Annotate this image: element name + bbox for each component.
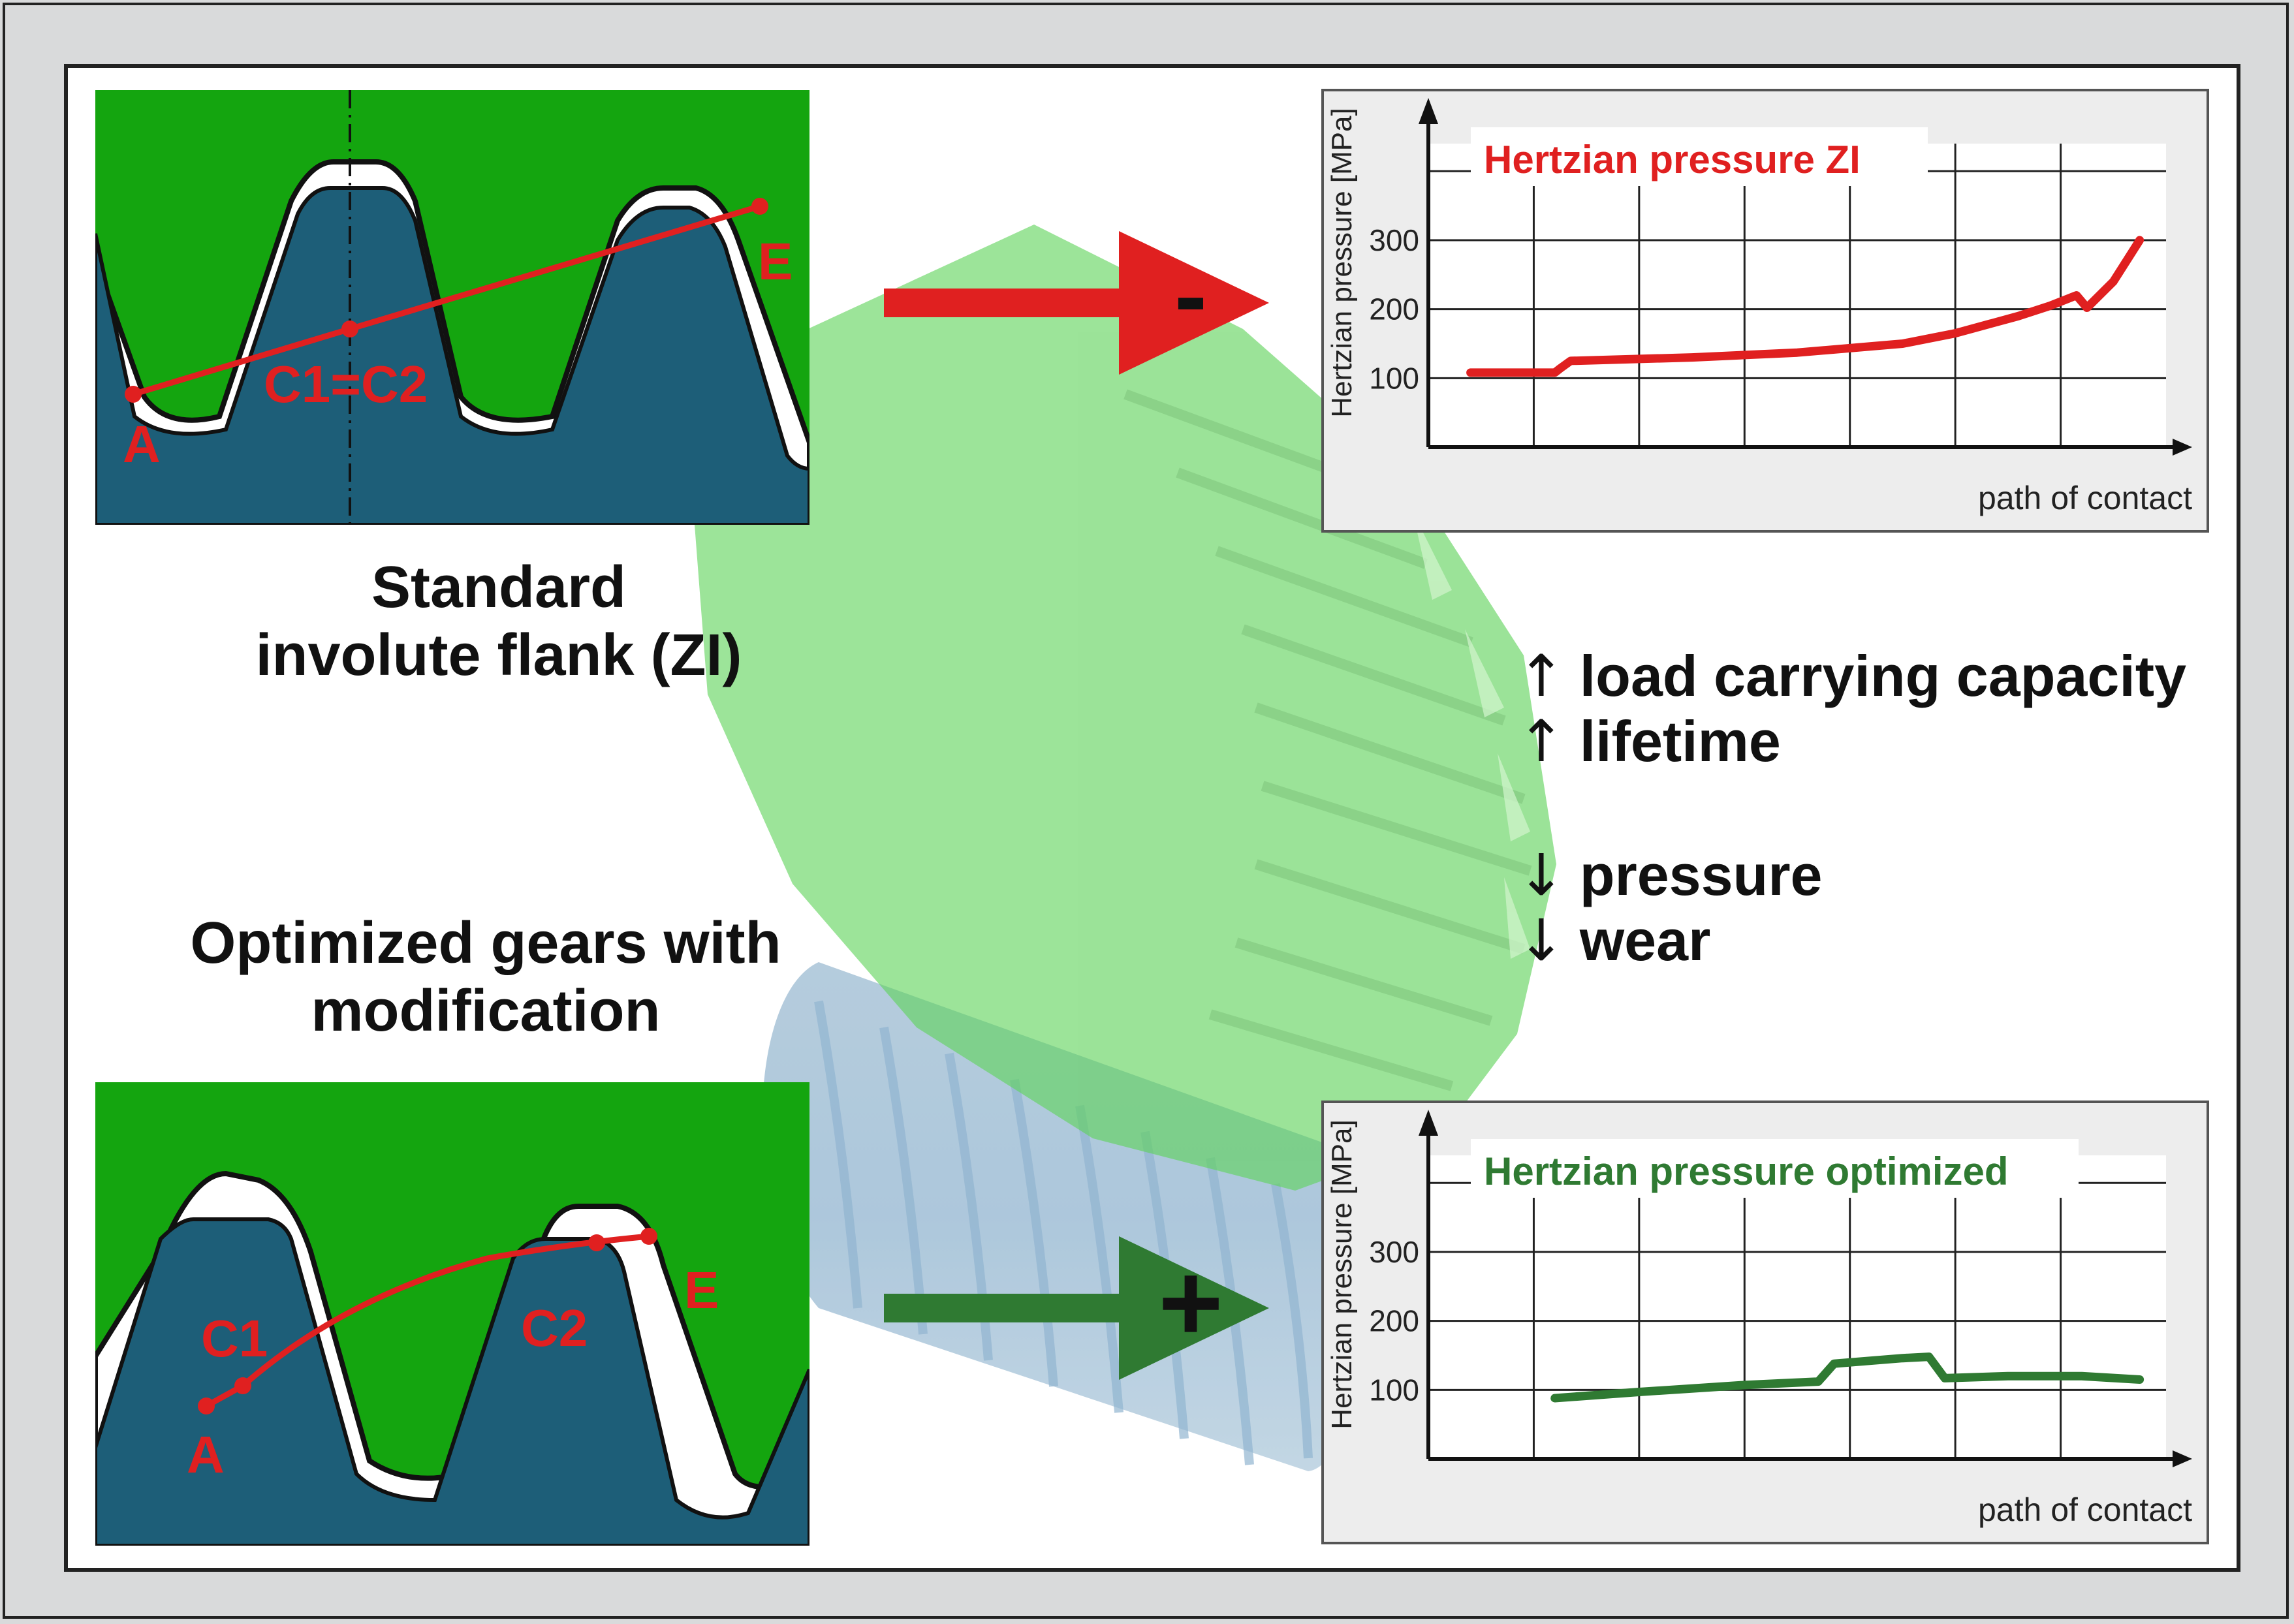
effect-wear: ↓wear — [1517, 907, 1710, 974]
effect-text: lifetime — [1579, 709, 1781, 773]
green-plus-arrow: + — [884, 1236, 1269, 1380]
point-E-label: E — [758, 232, 793, 290]
point-C-label: C1=C2 — [264, 355, 428, 413]
title-background — [1471, 127, 1928, 186]
y-tick-label: 300 — [1369, 1235, 1419, 1269]
plus-sign: + — [1158, 1241, 1223, 1365]
x-axis-arrowhead — [2173, 439, 2192, 456]
y-tick-label: 200 — [1369, 1304, 1419, 1338]
point-C1-label: C1 — [201, 1309, 268, 1367]
y-tick-label: 200 — [1369, 292, 1419, 326]
effect-lifetime: ↑lifetime — [1517, 708, 1781, 775]
y-axis-label: Hertzian pressure [MPa] — [1326, 1119, 1358, 1429]
chart-title: Hertzian pressure optimized — [1484, 1149, 2009, 1193]
chart-zi-svg: 100 200 300 Hertzian pressure [MPa] path of … — [1326, 98, 2192, 516]
red-minus-arrow: - — [884, 231, 1269, 375]
y-tick-label: 300 — [1369, 223, 1419, 257]
y-axis-arrowhead — [1419, 98, 1438, 124]
effect-text: wear — [1579, 908, 1711, 973]
effect-text: load carrying capacity — [1579, 644, 2187, 708]
plot-area — [1428, 144, 2166, 447]
point-A-label: A — [123, 415, 161, 473]
caption-line-2: involute flank (ZI) — [255, 622, 742, 688]
series-line — [1466, 236, 2145, 377]
title-background — [1471, 1139, 2079, 1198]
effect-load-capacity: ↑load carrying capacity — [1517, 642, 2186, 710]
arrow-down-icon: ↓ — [1517, 907, 1565, 974]
x-axis-label: path of contact — [1978, 480, 2192, 516]
caption-line-1: Optimized gears with — [190, 911, 781, 976]
point-C2-label: C2 — [521, 1299, 588, 1357]
worm-shaft-shape — [762, 962, 1366, 1471]
optimized-flank-diagram: A C1 C2 E — [95, 1082, 809, 1546]
minus-sign: - — [1174, 240, 1207, 350]
arrow-down-icon: ↓ — [1517, 841, 1565, 909]
standard-flank-diagram: A C1=C2 E — [95, 90, 809, 525]
optimized-gears-caption: Optimized gears with modification — [107, 910, 864, 1045]
chart-optimized-svg: 100 200 300 Hertzian pressure [MPa] path of … — [1326, 1110, 2192, 1528]
point-A-label: A — [187, 1426, 225, 1484]
caption-line-1: Standard — [371, 555, 627, 620]
outer-frame: A C1=C2 E A C1 C2 E Standard involute fl… — [3, 3, 2289, 1619]
y-tick-label: 100 — [1369, 361, 1419, 395]
y-tick-label: 100 — [1369, 1373, 1419, 1407]
standard-flank-caption: Standard involute flank (ZI) — [153, 554, 845, 689]
x-axis-arrowhead — [2173, 1450, 2192, 1467]
chart-title: Hertzian pressure ZI — [1484, 138, 1861, 181]
effect-text: pressure — [1579, 843, 1823, 907]
plot-area — [1428, 1155, 2166, 1459]
arrow-up-icon: ↑ — [1517, 642, 1565, 710]
chart-hertzian-optimized: 100 200 300 Hertzian pressure [MPa] path of … — [1321, 1101, 2209, 1544]
x-axis-label: path of contact — [1978, 1491, 2192, 1528]
series-line — [1550, 1352, 2145, 1403]
caption-line-2: modification — [311, 978, 661, 1044]
effect-pressure: ↓pressure — [1517, 841, 1823, 909]
figure-panel: A C1=C2 E A C1 C2 E Standard involute fl… — [64, 64, 2240, 1572]
arrow-up-icon: ↑ — [1517, 708, 1565, 775]
y-axis-arrowhead — [1419, 1110, 1438, 1136]
y-axis-label: Hertzian pressure [MPa] — [1326, 108, 1358, 417]
point-E-label: E — [684, 1261, 719, 1319]
chart-hertzian-zi: 100 200 300 Hertzian pressure [MPa] path of … — [1321, 89, 2209, 533]
